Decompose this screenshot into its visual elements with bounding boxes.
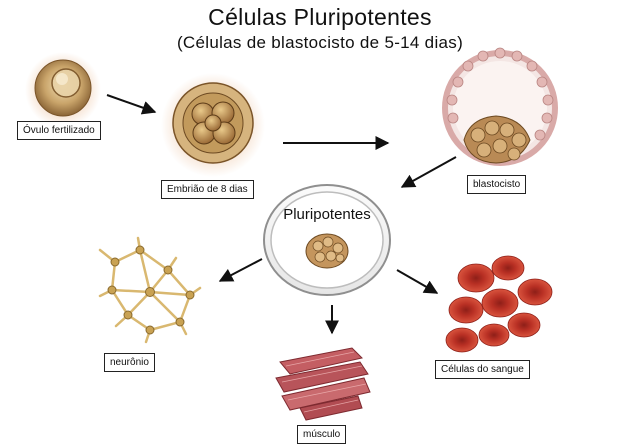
arrow-dish-to-blood: [396, 269, 439, 294]
arrow-dish-to-neuron: [218, 258, 263, 282]
label-pluripotent: Pluripotentes: [283, 206, 371, 223]
arrows: [106, 94, 457, 335]
label-muscle: músculo: [297, 425, 347, 444]
diagram-subtitle: (Células de blastocisto de 5-14 dias): [176, 33, 464, 52]
label-fertilized-egg: Óvulo fertilizado: [17, 121, 101, 140]
label-blastocyst: blastocisto: [467, 175, 527, 194]
petri-dish-icon: [263, 184, 391, 296]
arrow-blastocyst-to-dish: [400, 156, 457, 188]
muscle-fibers-icon: [275, 347, 371, 421]
fertilized-egg-icon: [25, 52, 101, 128]
diagram-title: Células Pluripotentes: [208, 4, 432, 30]
label-blood-cells: Células do sangue: [435, 360, 530, 379]
label-neuron: neurônio: [104, 353, 155, 372]
eight-cell-embryo-icon: [161, 73, 265, 177]
blastocyst-icon: [442, 47, 558, 166]
red-blood-cells-icon: [445, 255, 553, 353]
neuron-network-icon: [98, 236, 202, 344]
label-eight-day-embryo: Embrião de 8 dias: [161, 180, 254, 199]
arrow-egg-to-embryo: [106, 94, 157, 115]
